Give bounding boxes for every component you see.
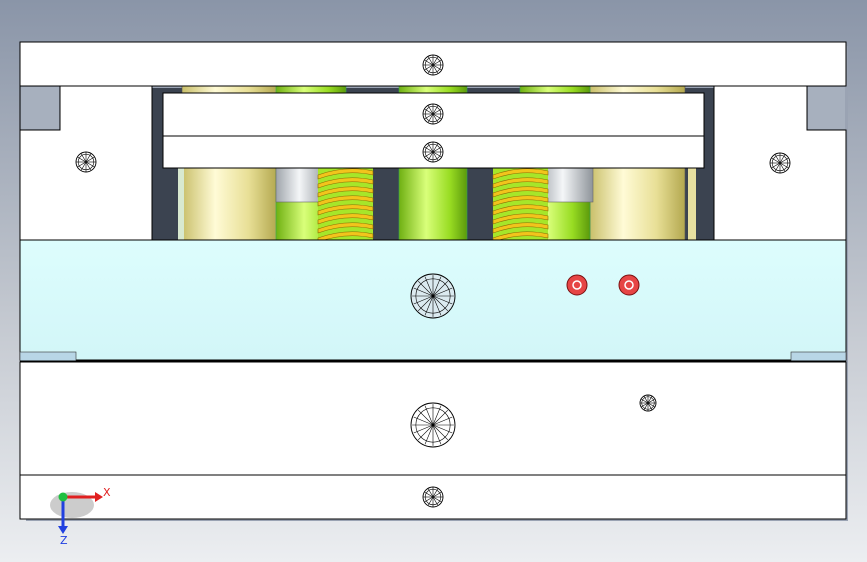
screw-head-icon[interactable] [410,402,456,448]
spring-coil [317,213,374,225]
screw-head-icon[interactable] [422,103,444,125]
sprue-screw-head-icon[interactable] [410,273,456,319]
z-axis-label: Z [60,534,68,547]
cavity-plate-step-left [19,351,77,362]
pillar-edge-left [178,168,184,240]
coordinate-triad: X Z [50,486,111,547]
y-axis-dot [58,492,68,502]
spring-coil [492,213,549,225]
spring-coil [317,186,374,198]
screw-head-icon[interactable] [75,151,97,173]
spring-coil [492,222,549,234]
spacer-block-right-notch [808,87,845,129]
spring-coil [492,204,549,216]
screw-head-icon[interactable] [422,141,444,163]
spring-coil [492,168,549,180]
spring-coil [317,168,374,180]
spring-coil [492,177,549,189]
spring-left [317,168,374,243]
spring-coil [492,195,549,207]
spacer-block-left-notch [21,87,59,129]
screw-head-icon[interactable] [769,152,791,174]
cavity-plate-step-right [790,351,847,362]
spring-coil [317,195,374,207]
x-axis-label: X [103,486,111,499]
spring-coil [317,222,374,234]
spring-coil [317,231,374,243]
spring-coil [317,177,374,189]
screw-head-icon[interactable] [422,54,444,76]
screw-head-icon[interactable] [422,486,444,508]
spring-coil [317,204,374,216]
red-pin-right[interactable] [618,274,640,296]
screw-head-icon[interactable] [639,394,657,412]
spring-coil [492,231,549,243]
spring-right [492,168,549,243]
spring-coil [492,186,549,198]
pillar-edge-right [688,168,696,240]
red-pin-left[interactable] [566,274,588,296]
